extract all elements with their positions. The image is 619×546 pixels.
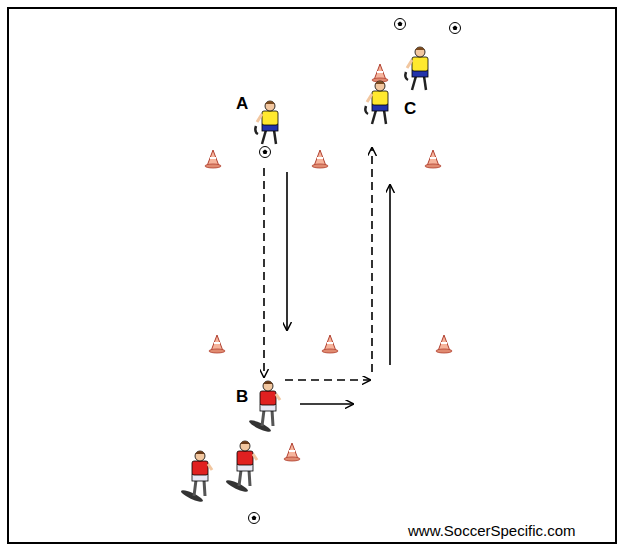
- ball: [249, 513, 260, 524]
- player-letter: A: [236, 95, 248, 114]
- cone: [284, 443, 300, 461]
- player-red: [225, 441, 257, 494]
- ball: [395, 19, 406, 30]
- player-yellow: [405, 47, 428, 90]
- pass-arrow: [371, 148, 373, 372]
- player-letter: C: [404, 100, 416, 119]
- cone: [209, 335, 225, 353]
- watermark: www.SoccerSpecific.com: [408, 523, 576, 540]
- run-arrow: [300, 403, 353, 405]
- cone: [322, 335, 338, 353]
- ball: [450, 23, 461, 34]
- player-letter: B: [236, 388, 248, 407]
- pass-arrow: [285, 379, 370, 381]
- cone: [372, 64, 388, 82]
- field-border: [8, 8, 616, 543]
- player-yellow: [255, 101, 278, 144]
- cone: [312, 150, 328, 168]
- cone: [205, 150, 221, 168]
- run-arrow: [389, 185, 391, 365]
- cone: [436, 335, 452, 353]
- cone: [425, 150, 441, 168]
- run-arrow: [286, 172, 288, 330]
- ball: [260, 147, 271, 158]
- player-yellow: [365, 81, 388, 124]
- pass-arrow: [263, 168, 265, 377]
- player-red: [180, 451, 212, 504]
- player-red: [248, 381, 280, 434]
